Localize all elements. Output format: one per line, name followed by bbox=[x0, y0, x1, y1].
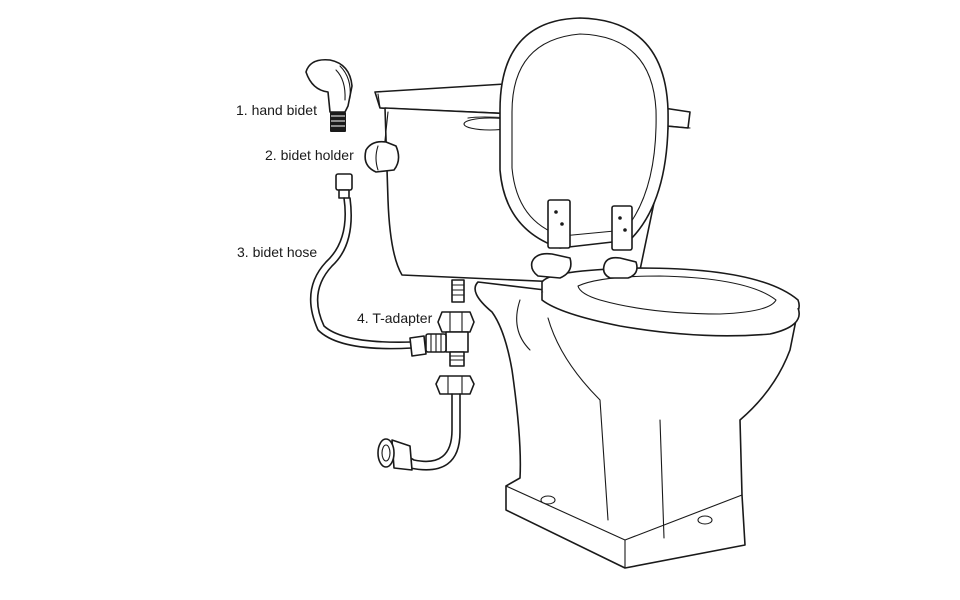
toilet-bowl bbox=[474, 281, 797, 569]
label-bidet-hose: 3. bidet hose bbox=[237, 244, 318, 260]
tank-inlet-pipe bbox=[451, 279, 465, 303]
label-t-adapter: 4. T-adapter bbox=[357, 310, 433, 326]
toilet-lid bbox=[499, 17, 669, 279]
bidet-holder bbox=[364, 111, 400, 173]
bidet-hose bbox=[309, 173, 427, 357]
supply-line-valve bbox=[377, 375, 475, 471]
hand-bidet-sprayer bbox=[305, 58, 353, 132]
label-hand-bidet: 1. hand bidet bbox=[236, 102, 317, 118]
t-adapter bbox=[425, 311, 475, 367]
toilet-seat bbox=[541, 267, 800, 337]
label-bidet-holder: 2. bidet holder bbox=[265, 147, 354, 163]
